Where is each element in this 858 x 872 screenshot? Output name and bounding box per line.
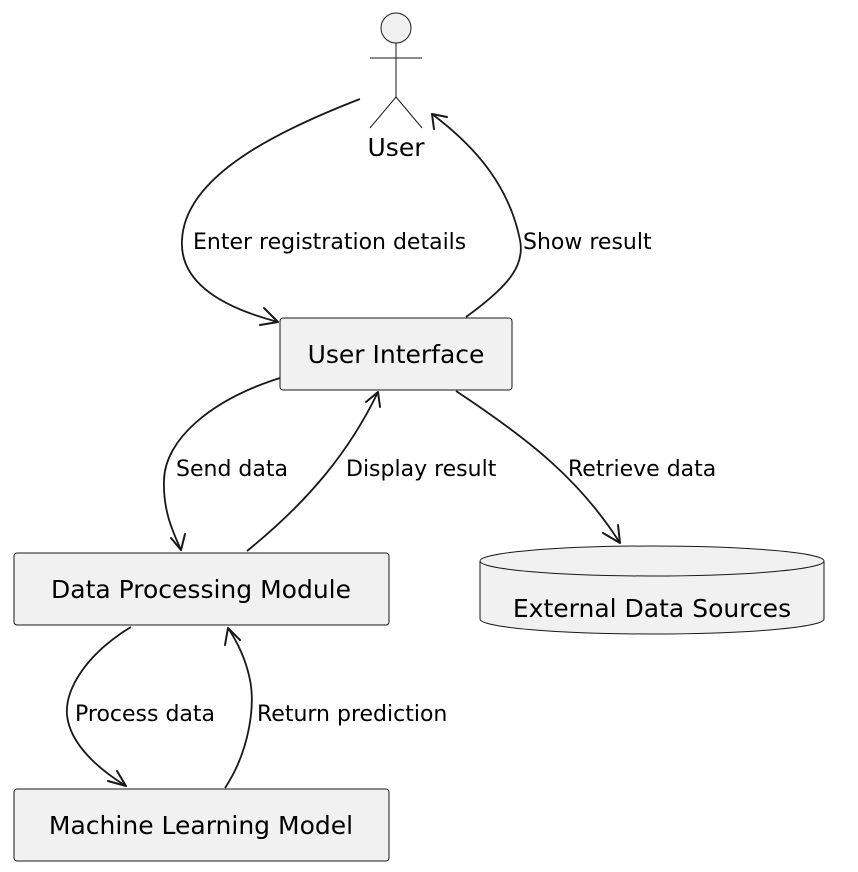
edge-data-processing-module-to-user-interface: Display result (246, 391, 497, 552)
arrowhead-icon (431, 113, 448, 130)
edge-line (224, 627, 253, 789)
database-cylinder-body (479, 561, 825, 635)
edge-line (66, 626, 132, 787)
edge-label-enter-registration-details: Enter registration details (193, 230, 466, 255)
database-cylinder-top (479, 545, 825, 577)
node-external-data-sources-label: External Data Sources (513, 594, 791, 623)
edge-line (181, 98, 361, 323)
node-data-processing-module-label: Data Processing Module (51, 575, 351, 604)
node-data-processing-module[interactable]: Data Processing Module (13, 552, 390, 626)
edge-data-processing-module-to-machine-learning-model: Process data (66, 626, 215, 787)
arrowhead-icon (602, 524, 621, 544)
edge-line (246, 391, 379, 552)
edge-user-to-user-interface: Enter registration details (181, 98, 466, 326)
edge-label-show-result: Show result (523, 230, 652, 255)
node-external-data-sources[interactable]: External Data Sources (479, 545, 825, 635)
arrowhead-icon (107, 770, 127, 787)
edge-user-interface-to-external-data-sources: Retrieve data (455, 390, 716, 544)
node-machine-learning-model[interactable]: Machine Learning Model (13, 788, 390, 862)
edge-label-display-result: Display result (346, 457, 497, 482)
node-user-interface-label: User Interface (308, 340, 485, 369)
node-user-interface[interactable]: User Interface (279, 317, 513, 391)
arrowhead-icon (170, 533, 186, 551)
node-data-processing-module-box (13, 552, 390, 626)
edge-label-process-data: Process data (75, 702, 215, 727)
actor-right-leg (395, 96, 423, 129)
edge-label-send-data: Send data (176, 457, 288, 482)
edge-user-interface-to-user: Show result (431, 113, 652, 318)
node-user-interface-box (279, 317, 513, 391)
edge-label-retrieve-data: Retrieve data (568, 457, 716, 482)
actor-user[interactable]: User (368, 12, 426, 162)
actor-left-leg (369, 96, 397, 129)
edge-line (455, 390, 621, 544)
arrowhead-icon (224, 627, 241, 646)
edge-machine-learning-model-to-data-processing-module: Return prediction (224, 627, 447, 789)
edge-line (431, 113, 522, 318)
arrowhead-icon (259, 307, 279, 326)
node-machine-learning-model-label: Machine Learning Model (49, 811, 353, 840)
arrowhead-icon (365, 391, 381, 408)
edge-user-interface-to-data-processing-module: Send data (163, 377, 288, 551)
edge-label-return-prediction: Return prediction (257, 702, 447, 727)
node-machine-learning-model-box (13, 788, 390, 862)
edge-line (163, 377, 281, 551)
actor-head (380, 12, 412, 44)
actor-user-label: User (368, 133, 426, 162)
